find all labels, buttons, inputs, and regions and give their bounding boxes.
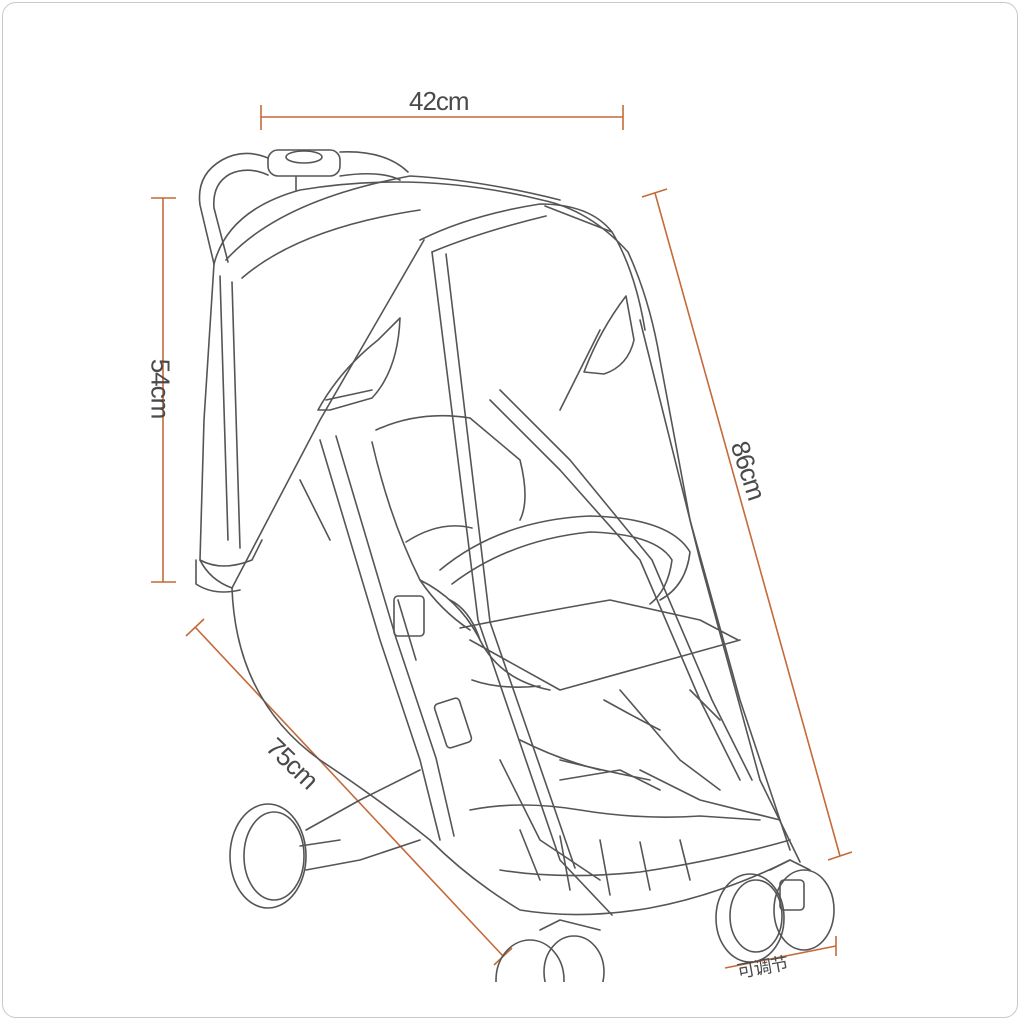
front-wheel-left <box>495 919 605 982</box>
basket <box>469 804 791 896</box>
rain-cover <box>195 181 801 916</box>
dim-line-left <box>151 197 176 583</box>
seat <box>371 414 741 691</box>
dim-line-adjust <box>724 936 837 969</box>
frame-tubes <box>299 389 781 881</box>
side-windows <box>317 295 635 411</box>
canopy <box>225 175 561 279</box>
dimension-label-height: 54cm <box>145 358 176 419</box>
dim-line-top <box>260 105 624 130</box>
dimension-lines <box>151 105 853 969</box>
stroller-line-art <box>195 149 835 982</box>
rear-wheel-left <box>229 769 421 909</box>
dim-line-diagonal <box>185 618 513 966</box>
front-wheel-right <box>715 859 835 963</box>
dim-line-right <box>641 188 853 861</box>
bumper-bar <box>439 515 691 605</box>
dimension-label-width: 42cm <box>409 86 470 116</box>
